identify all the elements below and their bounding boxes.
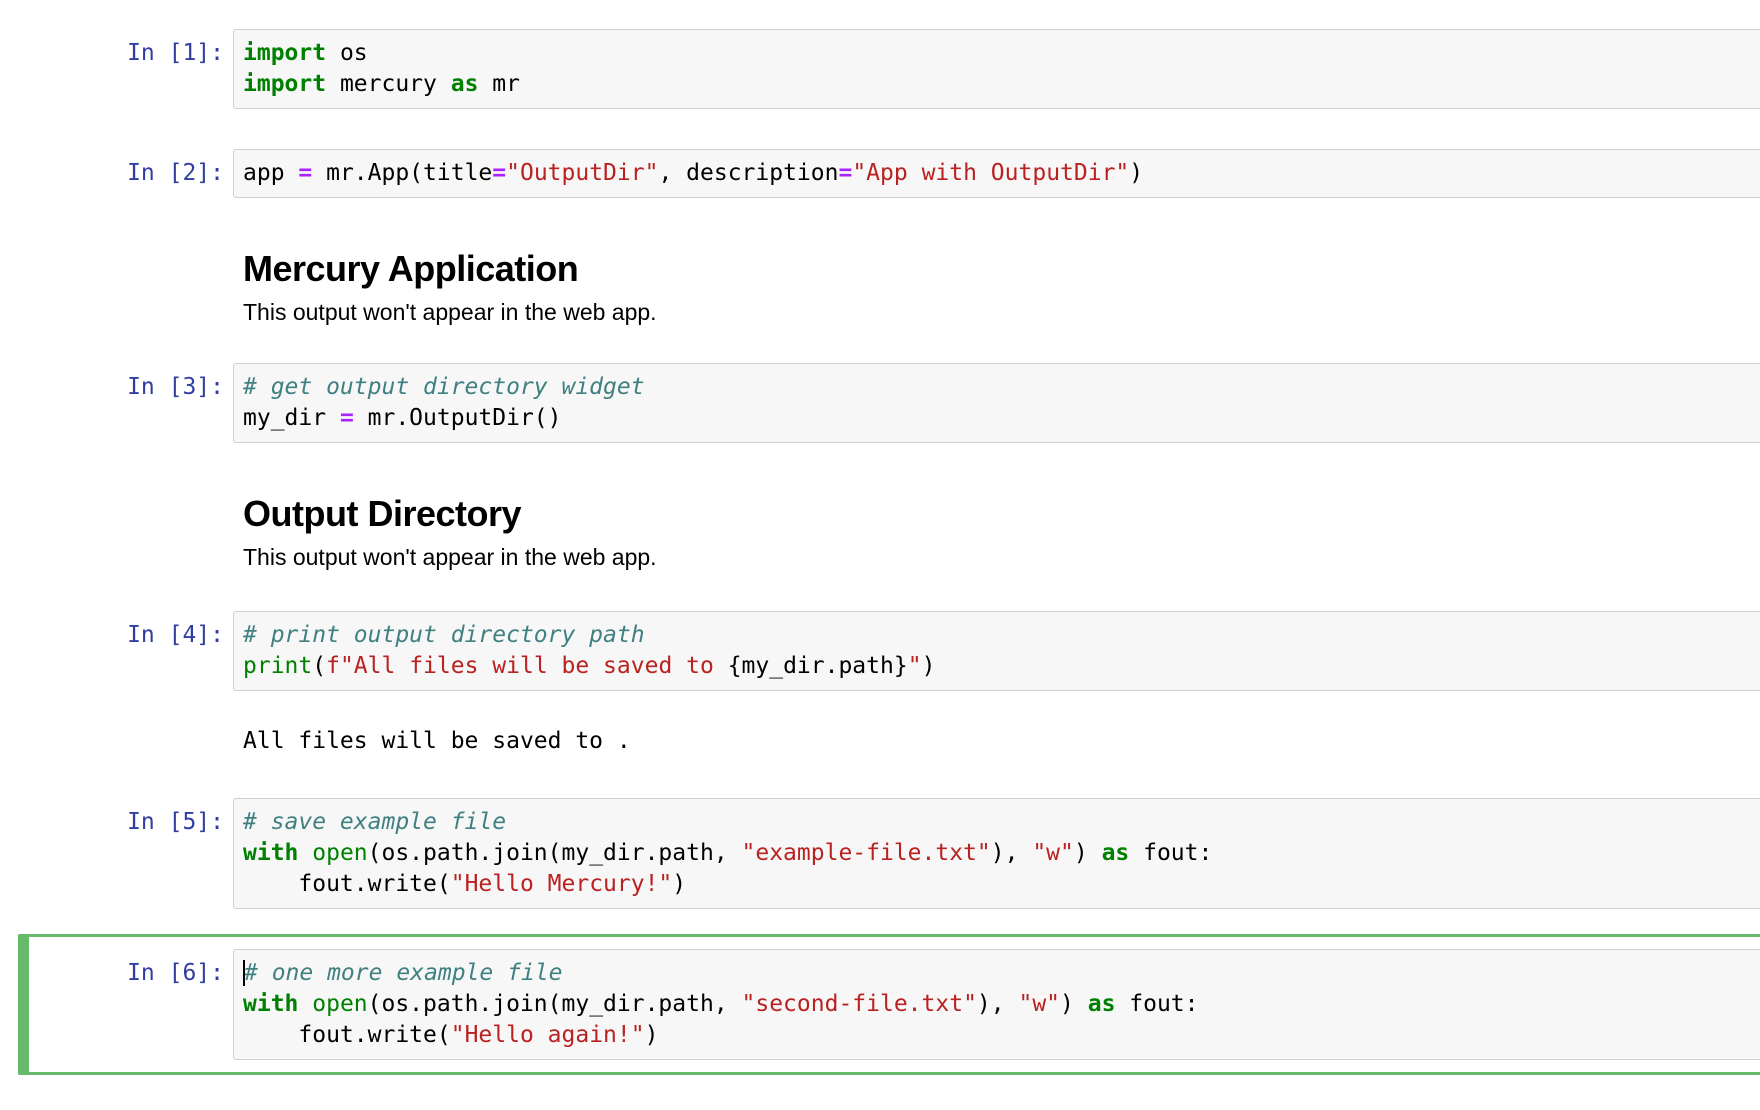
code-cell-6-selected[interactable]: In [6]: # one more example file with ope…: [18, 934, 1760, 1075]
output-note: This output won't appear in the web app.: [243, 544, 657, 570]
output-note: This output won't appear in the web app.: [243, 299, 657, 325]
code-cell-5[interactable]: In [5]: # save example file with open(os…: [18, 783, 1760, 924]
code-line: # save example file: [243, 809, 507, 835]
code-input[interactable]: app = mr.App(title="OutputDir", descript…: [233, 149, 1760, 198]
cell-4-output-stream: All files will be saved to .: [243, 728, 631, 754]
code-line: import mercury as mr: [243, 71, 520, 97]
code-input[interactable]: # one more example file with open(os.pat…: [233, 949, 1760, 1060]
code-line: # print output directory path: [243, 622, 645, 648]
input-prompt: In [3]:: [127, 374, 224, 400]
code-line: fout.write("Hello again!"): [243, 1022, 659, 1048]
code-input[interactable]: # get output directory widget my_dir = m…: [233, 363, 1760, 443]
code-line: with open(os.path.join(my_dir.path, "sec…: [243, 991, 1199, 1017]
output-heading: Mercury Application: [243, 248, 579, 289]
text-cursor: [243, 959, 245, 986]
code-line: with open(os.path.join(my_dir.path, "exa…: [243, 840, 1213, 866]
code-cell-1[interactable]: In [1]: import os import mercury as mr: [18, 14, 1760, 124]
code-cell-3[interactable]: In [3]: # get output directory widget my…: [18, 348, 1760, 458]
jupyter-notebook: In [1]: import os import mercury as mr I…: [18, 14, 1760, 1075]
code-line: # one more example file: [243, 958, 1760, 989]
code-line: print(f"All files will be saved to {my_d…: [243, 653, 936, 679]
code-input[interactable]: import os import mercury as mr: [233, 29, 1760, 109]
input-prompt: In [4]:: [127, 622, 224, 648]
code-cell-2[interactable]: In [2]: app = mr.App(title="OutputDir", …: [18, 134, 1760, 213]
code-input[interactable]: # print output directory path print(f"Al…: [233, 611, 1760, 691]
input-prompt: In [6]:: [127, 960, 224, 986]
cell-3-output-markdown: Output Directory This output won't appea…: [233, 494, 1760, 571]
code-cell-4[interactable]: In [4]: # print output directory path pr…: [18, 596, 1760, 706]
output-heading: Output Directory: [243, 493, 522, 534]
code-tokens: # one more example file: [244, 960, 563, 986]
code-line: import os: [243, 40, 368, 66]
input-prompt: In [5]:: [127, 809, 224, 835]
code-line: # get output directory widget: [243, 374, 645, 400]
code-line: app = mr.App(title="OutputDir", descript…: [243, 160, 1144, 186]
cell-2-output-markdown: Mercury Application This output won't ap…: [233, 249, 1760, 326]
code-input[interactable]: # save example file with open(os.path.jo…: [233, 798, 1760, 909]
input-prompt: In [2]:: [127, 160, 224, 186]
code-line: my_dir = mr.OutputDir(): [243, 405, 562, 431]
code-line: fout.write("Hello Mercury!"): [243, 871, 687, 897]
input-prompt: In [1]:: [127, 40, 224, 66]
